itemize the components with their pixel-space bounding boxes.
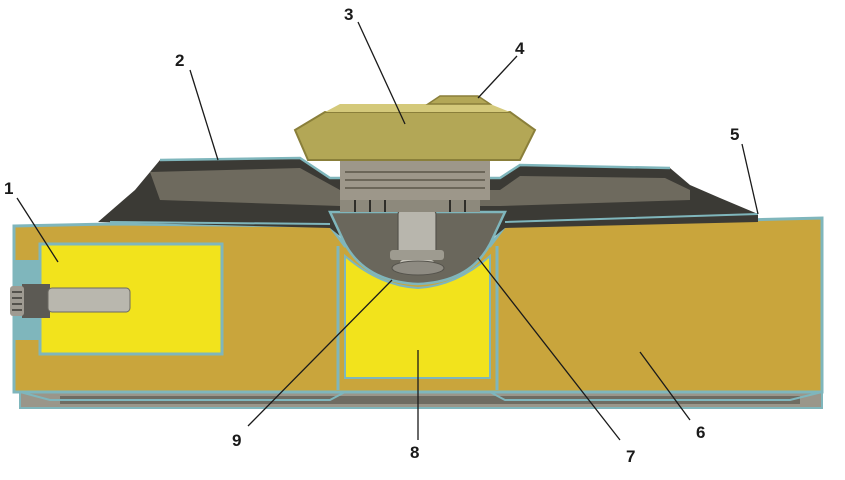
- pressure-cap-top: [325, 104, 510, 112]
- side-fuze-body: [22, 284, 50, 318]
- label-1: 1: [4, 179, 13, 198]
- leader-lines: [16, 21, 759, 441]
- pressure-cap: [293, 111, 537, 161]
- cover-layer-mid: [150, 168, 690, 206]
- label-4: 4: [515, 39, 525, 58]
- label-2: 2: [175, 51, 184, 70]
- label-9: 9: [232, 431, 241, 450]
- bottom-plate-shadow: [60, 396, 800, 404]
- detonator-primer: [391, 260, 445, 276]
- cap-stem-grooves: [345, 171, 485, 189]
- bottom-seam: [19, 391, 823, 401]
- spring-ribs: [354, 198, 466, 212]
- side-fuze-plug: [10, 286, 24, 316]
- side-fuze-threads: [12, 291, 22, 311]
- firing-pin-sleeve: [397, 209, 437, 255]
- side-fuze-rod: [47, 287, 131, 313]
- label-8: 8: [410, 443, 419, 462]
- cover-membrane-lower: [109, 213, 759, 225]
- safety-pin-knob: [425, 95, 493, 105]
- spring-coils: [340, 198, 480, 212]
- label-7: 7: [626, 447, 635, 466]
- label-3: 3: [344, 5, 353, 24]
- label-6: 6: [696, 423, 705, 442]
- firing-pin-head: [390, 250, 444, 260]
- label-5: 5: [730, 125, 739, 144]
- booster-charge: [344, 253, 491, 379]
